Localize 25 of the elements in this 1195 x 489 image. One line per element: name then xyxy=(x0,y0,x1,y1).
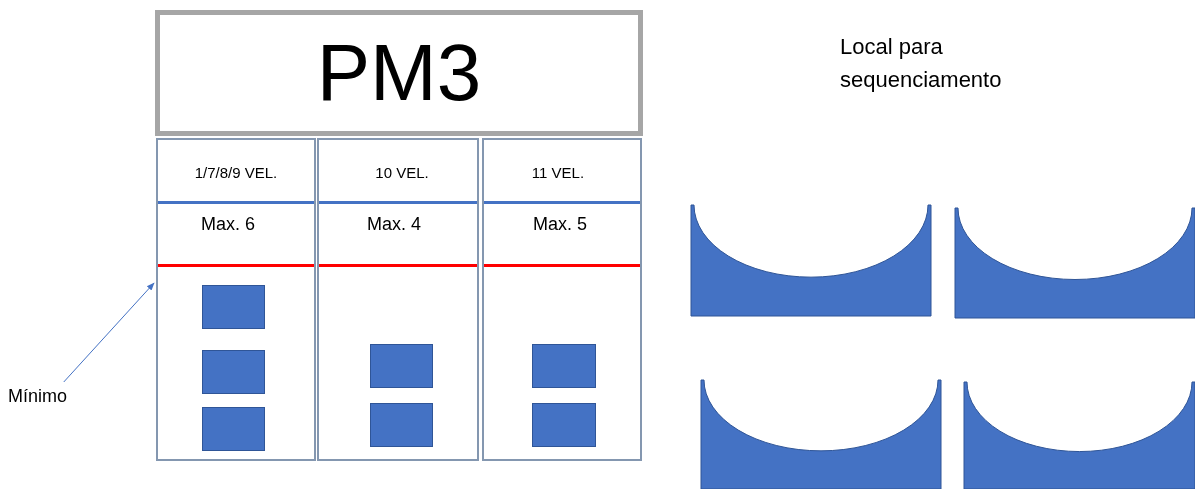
annotation-text: Mínimo xyxy=(8,385,67,407)
max-label: Max. 6 xyxy=(200,214,256,235)
column-box xyxy=(482,138,642,461)
column-header: 1/7/8/9 VEL. xyxy=(193,164,279,181)
saddle-shape xyxy=(690,204,932,317)
column-header: 11 VEL. xyxy=(530,164,586,181)
column-box xyxy=(317,138,479,461)
title-text: PM3 xyxy=(316,33,482,113)
saddle-shape xyxy=(700,379,942,489)
block xyxy=(532,344,596,388)
note-text: Local para sequenciamento xyxy=(840,33,1003,94)
max-label: Max. 5 xyxy=(532,214,588,235)
block xyxy=(532,403,596,447)
block xyxy=(370,403,433,447)
saddle-shape xyxy=(954,207,1195,319)
max-label: Max. 4 xyxy=(366,214,422,235)
column-header: 10 VEL. xyxy=(374,164,430,181)
block xyxy=(202,285,265,329)
block xyxy=(370,344,433,388)
block xyxy=(202,407,265,451)
column-box xyxy=(156,138,316,461)
saddle-shape xyxy=(963,381,1195,489)
block xyxy=(202,350,265,394)
title-box xyxy=(155,10,643,136)
leader-line xyxy=(63,282,155,383)
